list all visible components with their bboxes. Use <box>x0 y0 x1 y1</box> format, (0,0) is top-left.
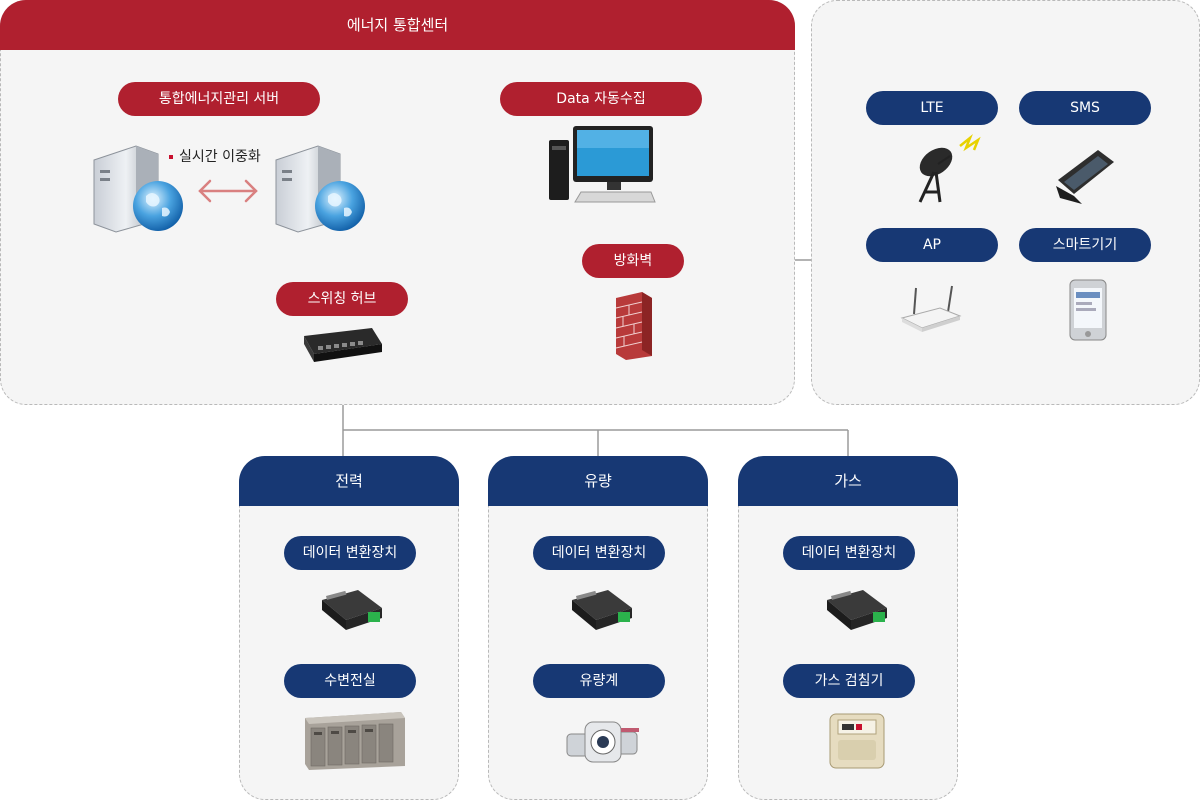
converter-label: 데이터 변환장치 <box>284 536 416 570</box>
server-icon <box>275 145 365 233</box>
firewall-icon <box>615 292 652 360</box>
gas-meter-icon <box>829 713 885 769</box>
server-label: 통합에너지관리 서버 <box>118 82 320 116</box>
server-icon <box>93 145 183 233</box>
site-title: 유량 <box>584 472 612 490</box>
comm-label-sms: SMS <box>1019 91 1151 125</box>
site-header: 가스 <box>738 456 958 506</box>
data-converter-icon <box>322 590 382 630</box>
switchgear-panel-icon <box>305 712 405 770</box>
comm-label-lte: LTE <box>866 91 998 125</box>
device-label-gas-meter: 가스 검침기 <box>783 664 915 698</box>
satellite-dish-icon <box>918 134 981 203</box>
converter-label: 데이터 변환장치 <box>533 536 665 570</box>
energy-center-header: 에너지 통합센터 <box>0 0 795 50</box>
device-label-flow-meter: 유량계 <box>533 664 665 698</box>
data-collection-label: Data 자동수집 <box>500 82 702 116</box>
firewall-label: 방화벽 <box>582 244 684 278</box>
sync-label: 실시간 이중화 <box>169 146 261 166</box>
data-converter-icon <box>827 590 887 630</box>
bullet-icon <box>169 155 173 159</box>
wifi-router-icon <box>900 285 962 332</box>
site-title: 가스 <box>834 472 862 490</box>
device-label-substation: 수변전실 <box>284 664 416 698</box>
converter-label: 데이터 변환장치 <box>783 536 915 570</box>
bidirectional-arrow-icon <box>198 179 258 203</box>
comm-label-ap: AP <box>866 228 998 262</box>
communication-panel <box>811 0 1200 405</box>
site-header: 유량 <box>488 456 708 506</box>
data-converter-icon <box>572 590 632 630</box>
smartphone-icon <box>1069 279 1107 341</box>
comm-label-smart-device: 스마트기기 <box>1019 228 1151 262</box>
server-primary <box>90 140 190 240</box>
site-title: 전력 <box>335 472 363 490</box>
flow-meter-icon <box>566 721 639 763</box>
site-header: 전력 <box>239 456 459 506</box>
server-secondary <box>272 140 372 240</box>
energy-center-title: 에너지 통합센터 <box>346 16 449 34</box>
flip-phone-icon <box>1056 150 1114 204</box>
desktop-computer-icon <box>549 126 656 203</box>
network-switch-icon <box>304 328 382 362</box>
energy-center-panel: 에너지 통합센터 <box>0 0 795 405</box>
globe-icon <box>315 181 365 231</box>
switch-hub-label: 스위칭 허브 <box>276 282 408 316</box>
globe-icon <box>133 181 183 231</box>
